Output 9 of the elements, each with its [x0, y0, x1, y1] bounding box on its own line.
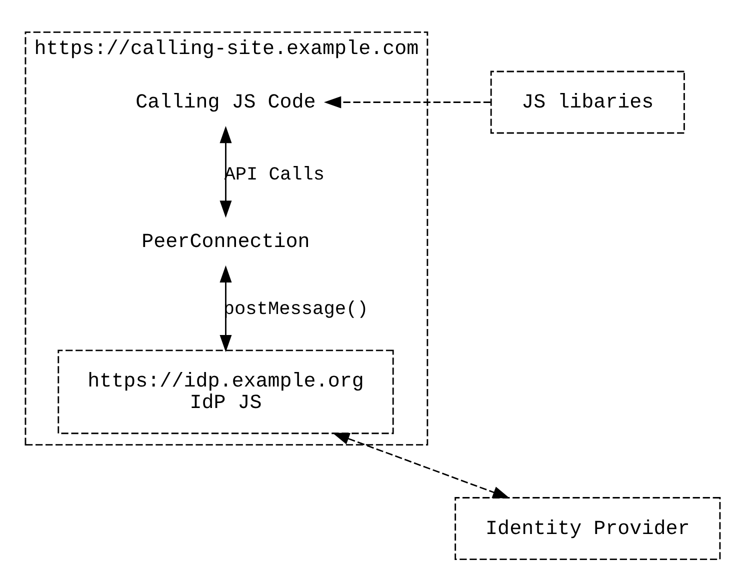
arrow	[220, 125, 232, 218]
node-box: JS libaries	[490, 70, 685, 134]
node-text: Calling JS Code	[136, 91, 316, 114]
node-text: PeerConnection	[142, 230, 310, 254]
arrow	[220, 264, 232, 352]
node-box: Identity Provider	[454, 496, 721, 560]
node-box: https://idp.example.org IdP JS	[58, 349, 394, 434]
arrow	[324, 96, 491, 108]
arrow	[332, 432, 510, 498]
